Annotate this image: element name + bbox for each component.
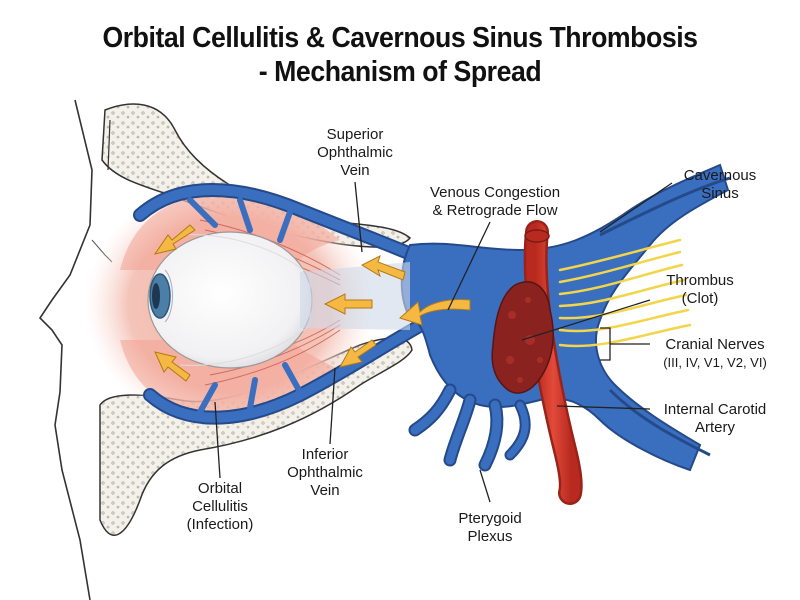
thrombus: [491, 281, 555, 394]
label-text: Venous Congestion: [429, 184, 561, 201]
label-text: & Retrograde Flow: [432, 202, 558, 219]
label-text: Superior: [326, 126, 384, 143]
label-text: Cellulitis: [192, 498, 248, 515]
label-superior-ophthalmic-vein: Superior Ophthalmic Vein: [305, 126, 405, 180]
label-inferior-ophthalmic-vein: Inferior Ophthalmic Vein: [275, 446, 375, 500]
label-text: Inferior: [301, 446, 349, 463]
retrograde-flow-arrows: [153, 224, 471, 382]
label-text: Ophthalmic: [317, 144, 393, 161]
label-text: (III, IV, V1, V2, VI): [663, 355, 767, 370]
leader-lines: [214, 181, 673, 503]
label-text: Cavernous: [683, 167, 757, 184]
label-text: Vein: [340, 162, 370, 179]
pterygoid-plexus: [408, 383, 531, 472]
label-thrombus: Thrombus (Clot): [650, 272, 750, 308]
label-text: (Infection): [186, 516, 254, 533]
label-text: Pterygoid: [458, 510, 522, 527]
label-text: Orbital: [197, 480, 243, 497]
label-text: Cranial Nerves: [665, 336, 765, 353]
label-text: Sinus: [701, 185, 739, 202]
face-profile: [38, 99, 93, 600]
diagram-title-line-2: - Mechanism of Spread: [258, 56, 542, 88]
label-venous-congestion: Venous Congestion & Retrograde Flow: [420, 184, 570, 220]
label-internal-carotid-artery: Internal Carotid Artery: [645, 401, 785, 437]
label-text: Thrombus: [666, 272, 734, 289]
cranial-nerves: [558, 238, 692, 348]
label-cavernous-sinus: Cavernous Sinus: [670, 167, 770, 203]
label-text: (Clot): [681, 290, 719, 307]
label-orbital-cellulitis: Orbital Cellulitis (Infection): [170, 480, 270, 534]
label-text: Plexus: [467, 528, 513, 545]
label-text: Artery: [694, 419, 735, 436]
label-text: Vein: [310, 482, 340, 499]
label-text: Internal Carotid: [663, 401, 767, 418]
label-cranial-nerves: Cranial Nerves (III, IV, V1, V2, VI): [640, 336, 790, 372]
label-text: Ophthalmic: [287, 464, 363, 481]
diagram-title-line-1: Orbital Cellulitis & Cavernous Sinus Thr…: [102, 22, 698, 54]
label-pterygoid-plexus: Pterygoid Plexus: [440, 510, 540, 546]
